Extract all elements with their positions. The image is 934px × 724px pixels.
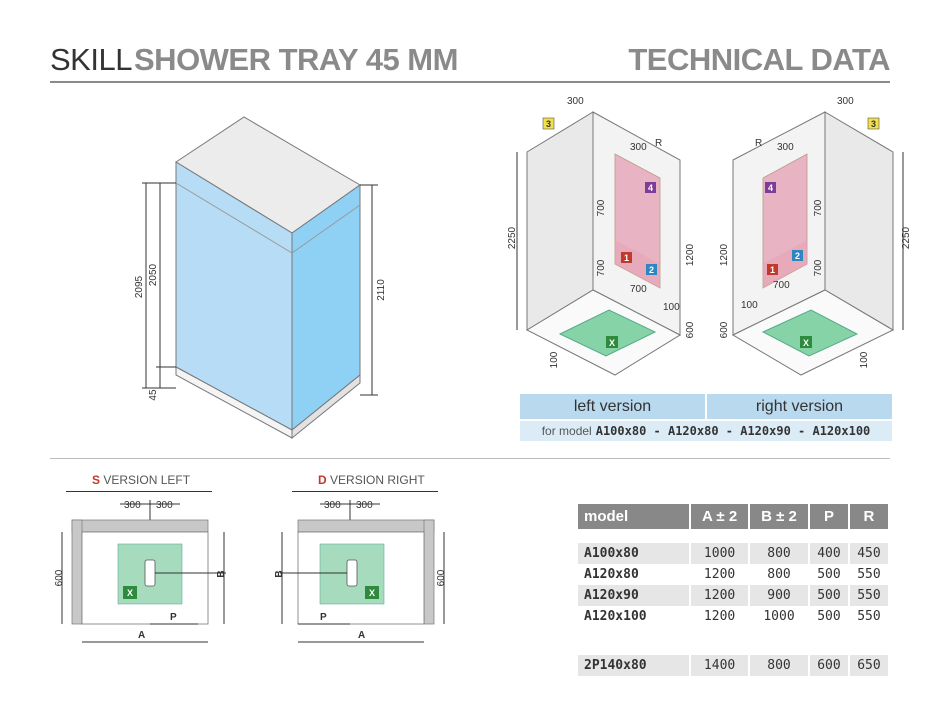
col-b: B ± 2 (750, 504, 808, 529)
dim-top: 300 (837, 96, 854, 107)
tray-left-letter: S (92, 473, 101, 487)
dim-p: P (320, 612, 327, 623)
models-prefix: for model (541, 424, 592, 438)
dim-width: 700 (630, 284, 647, 295)
brand-title: SKILL (50, 42, 132, 77)
version-table: left version right version for model A10… (520, 394, 892, 441)
dim-300-a: 300 (324, 500, 341, 511)
title-rule (50, 81, 890, 83)
dim-600: 600 (436, 569, 447, 586)
badge-1: 1 (624, 253, 629, 263)
section-rule (50, 458, 890, 459)
dim-a: A (138, 630, 145, 641)
drain-marker: X (803, 338, 809, 348)
tray-left-title-text: VERSION LEFT (103, 473, 191, 487)
section-title: TECHNICAL DATA (628, 42, 890, 77)
badge-1: 1 (770, 265, 775, 275)
dim-depth: 600 (685, 321, 696, 338)
dim-r: R (655, 138, 662, 149)
drain-marker: X (127, 588, 133, 598)
dim-wall: 2250 (901, 226, 912, 249)
dim-inset: 100 (741, 300, 758, 311)
dim-2095: 2095 (134, 275, 145, 298)
tray-left-title: S VERSION LEFT (92, 473, 190, 487)
col-model: model (578, 504, 690, 529)
tray-left-underline (66, 491, 212, 492)
dim-tray-inset: 100 (549, 351, 560, 368)
dim-300-b: 300 (356, 500, 373, 511)
model-table-header: model A ± 2 B ± 2 P R (578, 504, 888, 529)
dim-rise1: 700 (596, 199, 607, 216)
tray-left-plan: 300 300 X 600 B P A (54, 500, 227, 643)
dim-height: 1200 (719, 243, 730, 266)
models-list: A100x80 - A120x80 - A120x90 - A120x100 (595, 424, 871, 438)
dim-depth: 600 (719, 321, 730, 338)
right-version-label: right version (707, 394, 892, 419)
dim-2050: 2050 (148, 263, 159, 286)
drain-marker: X (369, 588, 375, 598)
tray-right-title-text: VERSION RIGHT (330, 473, 425, 487)
badge-3: 3 (871, 119, 876, 129)
col-a: A ± 2 (691, 504, 749, 529)
dim-top: 300 (567, 96, 584, 107)
dim-300-a: 300 (124, 500, 141, 511)
dim-tray-inset: 100 (859, 351, 870, 368)
badge-3: 3 (546, 119, 551, 129)
left-version-label: left version (520, 394, 705, 419)
enclosure-diagram: 2095 2050 45 2110 (134, 116, 387, 440)
tray-right-plan: 300 300 X B 600 P A (274, 500, 447, 643)
version-models: for model A100x80 - A120x80 - A120x90 - … (520, 421, 892, 441)
dim-45: 45 (148, 389, 159, 401)
tray-right-underline (292, 491, 438, 492)
dim-300-panel: 300 (630, 142, 647, 153)
badge-2: 2 (795, 251, 800, 261)
tray-right-title: D VERSION RIGHT (318, 473, 425, 487)
badge-4: 4 (648, 183, 653, 193)
tray-right-letter: D (318, 473, 327, 487)
dim-2110: 2110 (376, 279, 387, 301)
dim-300-b: 300 (156, 500, 173, 511)
dim-height: 1200 (685, 243, 696, 266)
dim-600: 600 (54, 569, 65, 586)
dim-width: 700 (773, 280, 790, 291)
drain-marker: X (609, 338, 615, 348)
col-r: R (849, 504, 888, 529)
dim-r: R (755, 138, 762, 149)
badge-4: 4 (768, 183, 773, 193)
dim-b: B (216, 570, 227, 577)
dim-rise2: 700 (813, 259, 824, 276)
dim-rise1: 700 (813, 199, 824, 216)
dim-rise2: 700 (596, 259, 607, 276)
dim-b: B (274, 570, 285, 577)
product-title: SHOWER TRAY 45 MM (134, 42, 458, 77)
badge-2: 2 (649, 265, 654, 275)
dim-inset: 100 (663, 302, 680, 313)
dim-p: P (170, 612, 177, 623)
right-install-plan: X 3 4 1 2 2250 300 R 300 700 700 700 100… (719, 96, 912, 376)
dim-wall: 2250 (507, 226, 518, 249)
dim-300-panel: 300 (777, 142, 794, 153)
col-p: P (809, 504, 848, 529)
dim-a: A (358, 630, 365, 641)
left-install-plan: X 3 4 1 2 2250 300 R 300 700 700 700 100… (507, 96, 696, 376)
